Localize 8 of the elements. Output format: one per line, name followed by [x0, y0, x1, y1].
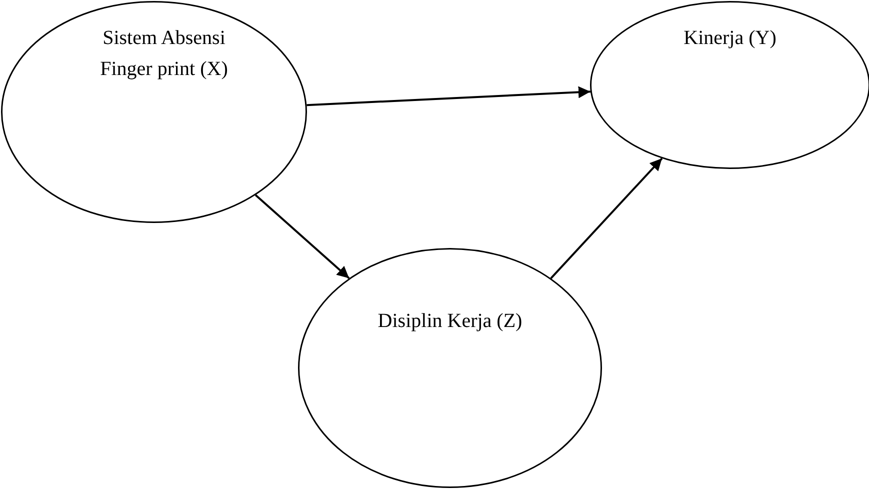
- oval-node: [298, 248, 602, 488]
- node-label: Kinerja (Y): [682, 26, 778, 51]
- oval-node: [1, 1, 307, 223]
- node-label: Disiplin Kerja (Z): [376, 309, 524, 334]
- arrow: [254, 194, 350, 279]
- arrow: [306, 86, 590, 106]
- arrow: [550, 158, 663, 279]
- node-label: Sistem Absensi Finger print (X): [100, 26, 228, 82]
